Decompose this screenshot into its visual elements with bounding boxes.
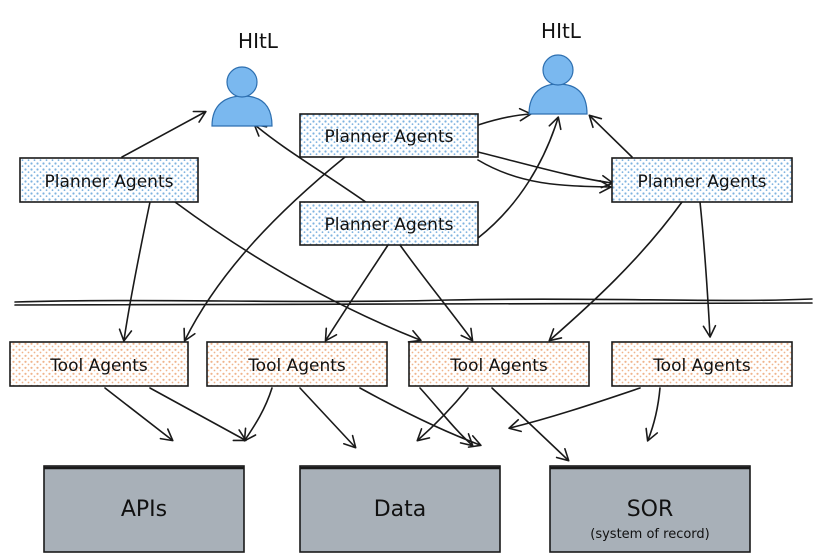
edge-planner2-hitl1 — [253, 123, 371, 206]
edge-tool2-sor — [359, 387, 482, 448]
edge-planner2-planner4 — [477, 151, 614, 189]
edge-planner3-hitl2 — [477, 116, 562, 239]
person-icon — [211, 66, 273, 127]
tool-agent-3: Tool Agents — [408, 341, 590, 387]
planner-label: Planner Agents — [45, 172, 174, 192]
tool-label: Tool Agents — [49, 356, 148, 376]
hitl-right: HItL — [528, 19, 588, 115]
store-sor: SOR (system of record) — [549, 465, 751, 553]
edge-planner3-planner4 — [477, 159, 612, 194]
edge-tool3-data — [416, 387, 469, 442]
edge-planner4-hitl2 — [588, 114, 633, 158]
tool-label: Tool Agents — [247, 356, 346, 376]
edge-planner1-tool1 — [118, 201, 151, 342]
tool-label: Tool Agents — [652, 356, 751, 376]
tool-label: Tool Agents — [449, 356, 548, 376]
tool-agent-2: Tool Agents — [206, 341, 388, 387]
edge-planner3-tool3 — [399, 244, 474, 342]
hitl-label: HItL — [238, 29, 279, 53]
planner-label: Planner Agents — [638, 172, 767, 192]
edge-planner4-tool4 — [699, 201, 717, 338]
edge-planner4-tool3 — [548, 201, 683, 342]
edge-planner2top-hitl2 — [477, 107, 532, 126]
person-icon — [528, 54, 588, 115]
edge-tool4-sor — [645, 387, 661, 442]
edge-tool1-data — [149, 387, 247, 442]
tool-agent-4: Tool Agents — [611, 341, 793, 387]
store-sublabel: (system of record) — [590, 527, 709, 542]
edge-planner3-tool2 — [324, 244, 389, 342]
edge-tool2-apis — [243, 387, 273, 442]
edge-tool3-data2 — [419, 387, 474, 447]
planner-agent-left: Planner Agents — [19, 157, 199, 203]
store-label: Data — [374, 497, 427, 522]
store-label: SOR — [627, 497, 674, 522]
planner-agent-mid: Planner Agents — [299, 201, 479, 246]
edge-tool1-apis — [104, 387, 174, 442]
store-apis: APIs — [43, 465, 245, 553]
edge-planner1-tool3 — [174, 201, 422, 343]
hitl-label: HItL — [541, 19, 582, 43]
edge-tool2-data — [299, 387, 357, 449]
edge-tool4-data — [508, 387, 641, 433]
tool-agent-1: Tool Agents — [9, 341, 189, 387]
planner-label: Planner Agents — [325, 215, 454, 235]
planner-agent-right: Planner Agents — [611, 157, 793, 203]
edge-planner1-hitl1 — [121, 110, 207, 158]
planner-agent-top: Planner Agents — [299, 113, 479, 158]
layer-divider — [14, 298, 813, 303]
store-label: APIs — [121, 497, 167, 522]
layer-divider-echo — [14, 302, 813, 306]
store-data: Data — [299, 465, 501, 553]
planner-label: Planner Agents — [325, 127, 454, 147]
edge-tool3-sor — [491, 387, 570, 462]
edges — [104, 107, 717, 462]
edge-planner2-tool1 — [183, 156, 346, 342]
hitl-left: HItL — [211, 29, 279, 127]
